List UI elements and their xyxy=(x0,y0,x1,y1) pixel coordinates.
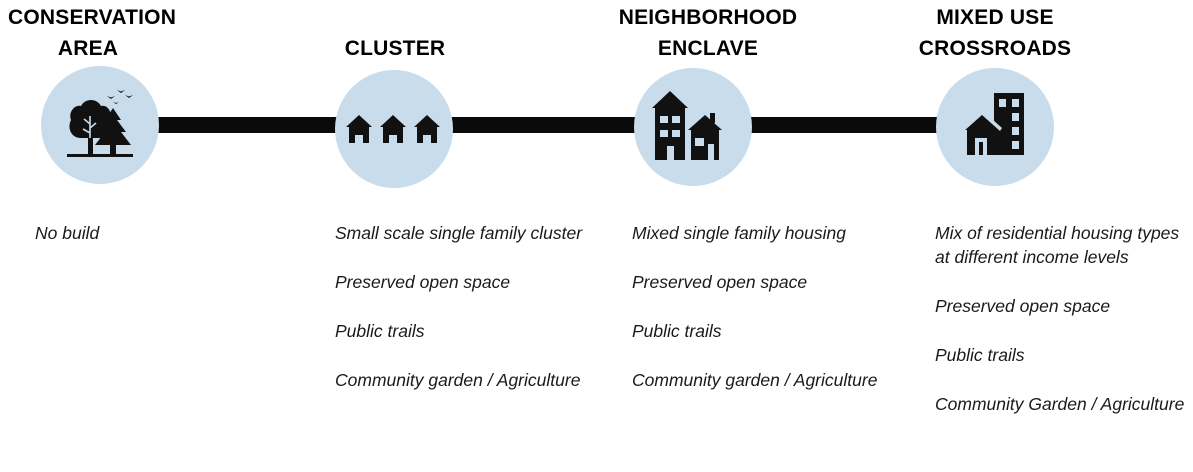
stage-title-cluster: CLUSTER xyxy=(316,33,474,64)
stage-item: No build xyxy=(35,223,100,243)
stage-title-line: AREA xyxy=(57,37,119,60)
stage-title-conservation-area: CONSERVATION AREA xyxy=(8,2,177,64)
two-houses-icon xyxy=(652,91,722,160)
stage-item: Public trails xyxy=(335,321,425,341)
stage-description-mixed-use-crossroads: Mix of residential housing types at diff… xyxy=(935,221,1191,441)
stage-item: Public trails xyxy=(632,321,722,341)
stage-title-neighborhood-enclave: NEIGHBORHOOD ENCLAVE xyxy=(588,2,828,64)
stage-description-conservation-area: No build xyxy=(35,221,255,270)
trees-birds-icon xyxy=(67,90,133,157)
stage-description-cluster: Small scale single family cluster Preser… xyxy=(335,221,585,417)
stage-item: Preserved open space xyxy=(335,272,511,292)
stage-item: Small scale single family cluster xyxy=(335,223,583,243)
stage-node-conservation-area xyxy=(41,66,159,184)
stage-item: Community garden / Agriculture xyxy=(335,370,581,390)
stage-title-line: CLUSTER xyxy=(344,37,446,60)
stage-item: Community Garden / Agriculture xyxy=(935,394,1185,414)
stage-item: Mixed single family housing xyxy=(632,223,846,243)
three-houses-icon xyxy=(346,115,440,143)
stage-node-cluster xyxy=(335,70,453,188)
stage-item: Public trails xyxy=(935,345,1025,365)
house-and-building-icon xyxy=(962,93,1024,155)
stage-node-neighborhood-enclave xyxy=(634,68,752,186)
stage-title-mixed-use-crossroads: MIXED USE CROSSROADS xyxy=(905,2,1085,64)
stage-node-mixed-use-crossroads xyxy=(936,68,1054,186)
stage-item: Community garden / Agriculture xyxy=(632,370,878,390)
stage-title-line: NEIGHBORHOOD xyxy=(618,6,798,29)
stage-item: Preserved open space xyxy=(935,296,1111,316)
stage-title-line: ENCLAVE xyxy=(657,37,759,60)
stage-title-line: MIXED USE xyxy=(936,6,1054,29)
stage-description-neighborhood-enclave: Mixed single family housing Preserved op… xyxy=(632,221,882,417)
stage-item: Mix of residential housing types at diff… xyxy=(935,223,1180,267)
stage-item: Preserved open space xyxy=(632,272,808,292)
stage-title-line: CROSSROADS xyxy=(918,37,1072,60)
stage-title-line: CONSERVATION xyxy=(8,6,177,29)
connector-line xyxy=(150,117,950,133)
